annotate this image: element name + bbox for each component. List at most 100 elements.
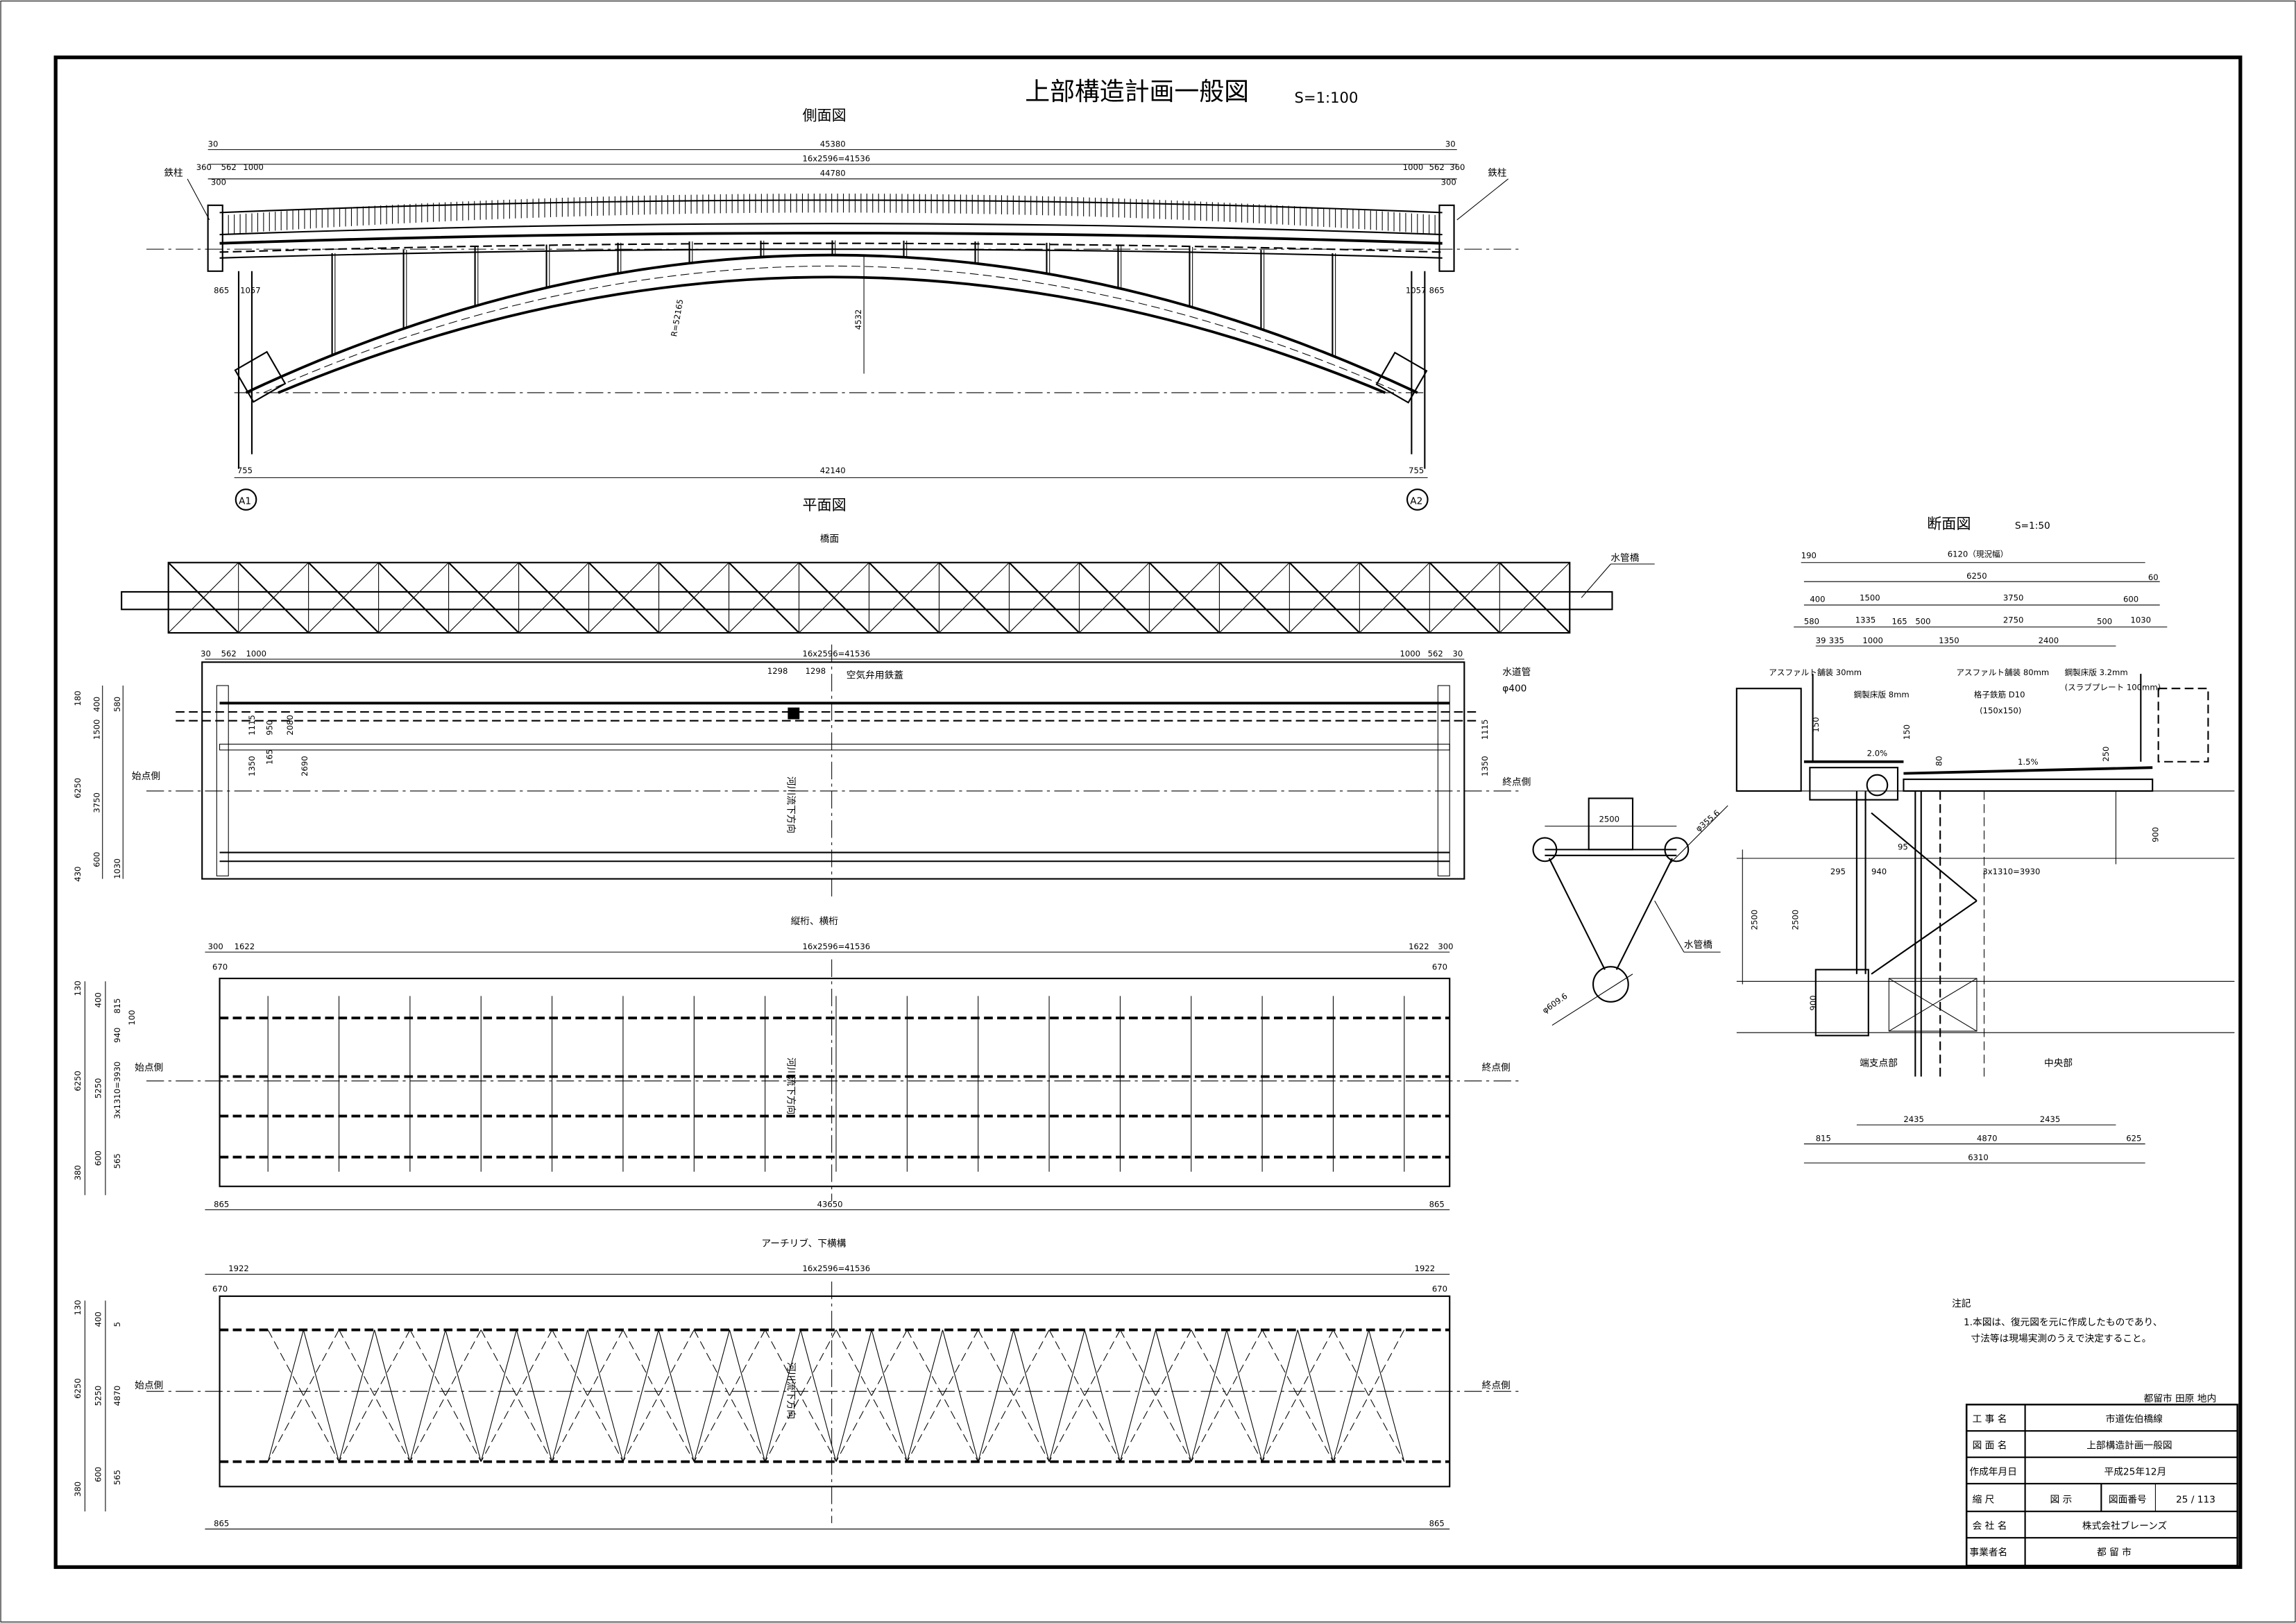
dim: 865 bbox=[1429, 1518, 1445, 1528]
truss-diagonal bbox=[308, 562, 379, 634]
truss-diagonal bbox=[238, 562, 309, 634]
truss-diagonal bbox=[869, 562, 939, 634]
dim: 4870 bbox=[1977, 1133, 1998, 1143]
dim: 865 bbox=[1429, 1199, 1445, 1209]
dim: 95 bbox=[1898, 842, 1908, 851]
tb-value-owner: 都 留 市 bbox=[2097, 1547, 2132, 1558]
truss-diagonal bbox=[1079, 562, 1150, 634]
abutment-a1: A1 bbox=[239, 495, 251, 507]
bracing bbox=[267, 1329, 340, 1462]
truss-diagonal bbox=[729, 562, 799, 634]
bracing bbox=[835, 1329, 908, 1462]
dim: 1350 bbox=[1480, 756, 1490, 776]
plan-view-title: 平面図 bbox=[802, 496, 846, 513]
column-label-left: 鉄柱 bbox=[164, 168, 183, 179]
pipe-bridge-label: 水管橋 bbox=[1684, 940, 1712, 951]
start-side-label: 始点側 bbox=[135, 1062, 163, 1073]
dim: 2400 bbox=[2039, 636, 2059, 645]
bracing bbox=[480, 1329, 517, 1462]
dim: 5 bbox=[112, 1322, 122, 1327]
flow-direction: 河川流下方向 bbox=[785, 1057, 796, 1114]
dim: 1298 bbox=[806, 666, 826, 676]
bracing bbox=[1048, 1329, 1085, 1462]
dim: 30 bbox=[1452, 649, 1463, 658]
truss-diagonal bbox=[939, 562, 1010, 634]
dim: 300 bbox=[1438, 942, 1453, 951]
dim: 562 bbox=[221, 649, 237, 658]
dim: 565 bbox=[112, 1153, 122, 1169]
bracing bbox=[1013, 1329, 1050, 1462]
end-side-label: 終点側 bbox=[1482, 1062, 1511, 1073]
truss-diagonal bbox=[448, 562, 519, 634]
deck-walkway-label: 鋼製床版 8mm bbox=[1854, 690, 1910, 699]
dim: 1335 bbox=[1855, 615, 1876, 624]
dim: 600 bbox=[2123, 595, 2138, 604]
truss-diagonal bbox=[518, 562, 589, 634]
dim: 580 bbox=[112, 697, 122, 712]
pavement-road-label: アスファルト舗装 80mm bbox=[1956, 668, 2049, 677]
notes-heading: 注記 bbox=[1952, 1298, 1971, 1309]
tb-value-date: 平成25年12月 bbox=[2104, 1466, 2167, 1477]
side-view-title: 側面図 bbox=[802, 106, 846, 124]
bracing bbox=[267, 1329, 340, 1462]
center-label: 中央部 bbox=[2044, 1058, 2073, 1069]
bracing bbox=[693, 1329, 730, 1462]
dim: 1000 bbox=[1400, 649, 1420, 658]
dim: 400 bbox=[92, 697, 102, 712]
tb-value-scale: 図 示 bbox=[2050, 1495, 2072, 1506]
flow-direction: 河川流下方向 bbox=[785, 776, 796, 833]
dim-total-length: 45380 bbox=[820, 139, 846, 148]
dim: 1000 bbox=[1862, 636, 1883, 645]
tb-label-scale: 縮 尺 bbox=[1973, 1495, 1995, 1506]
dim: 900 bbox=[1808, 995, 1818, 1010]
dim: 580 bbox=[1804, 616, 1819, 626]
dim: 5250 bbox=[94, 1078, 103, 1099]
truss-diagonal bbox=[1359, 562, 1430, 634]
dim: 300 bbox=[208, 942, 223, 951]
truss-diagonal bbox=[1149, 562, 1220, 634]
slope-left: 2.0% bbox=[1867, 748, 1887, 758]
truss-diagonal bbox=[1499, 562, 1570, 634]
plan-view: 平面図 橋面 水管橋 30 562 1000 16x2596=41536 100… bbox=[73, 496, 1655, 901]
bracing bbox=[267, 1329, 304, 1462]
bracing bbox=[800, 1329, 837, 1462]
bracing bbox=[1191, 1329, 1263, 1462]
dim: 30 bbox=[201, 649, 211, 658]
bracing bbox=[1155, 1329, 1192, 1462]
dim: 625 bbox=[2126, 1133, 2141, 1143]
bracing bbox=[658, 1329, 695, 1462]
arch-rib-view: アーチリブ、下横構 1922 16x2596=41536 1922 670 67… bbox=[73, 1237, 1523, 1530]
bracing bbox=[906, 1329, 979, 1462]
dim: 1350 bbox=[247, 756, 257, 776]
stringer-view: 縦桁、横桁 300 1622 16x2596=41536 1622 300 67… bbox=[73, 916, 1523, 1211]
dim: 600 bbox=[94, 1467, 103, 1482]
dim: 6250 bbox=[73, 1378, 83, 1399]
pipe-size: φ400 bbox=[1502, 683, 1527, 694]
dim: 360 bbox=[1449, 162, 1465, 172]
sheet-scale: S=1:100 bbox=[1295, 89, 1359, 106]
dim: 1500 bbox=[1860, 593, 1880, 603]
bracing bbox=[480, 1329, 553, 1462]
dim: 6250 bbox=[73, 1071, 83, 1091]
dim: 865 bbox=[214, 1199, 229, 1209]
dim: 1622 bbox=[1409, 942, 1429, 951]
dim: 3x1310=3930 bbox=[112, 1062, 122, 1119]
tb-label-company: 会 社 名 bbox=[1973, 1521, 2007, 1532]
bracing bbox=[409, 1329, 482, 1462]
tb-label-drawing: 図 面 名 bbox=[1973, 1440, 2007, 1451]
truss-diagonal bbox=[1009, 562, 1080, 634]
bracing bbox=[1261, 1329, 1334, 1462]
dim: 755 bbox=[237, 466, 253, 475]
dim: 1000 bbox=[243, 162, 264, 172]
dim: 565 bbox=[112, 1470, 122, 1485]
dim: 815 bbox=[112, 999, 122, 1014]
tb-label-project: 工 事 名 bbox=[1973, 1414, 2007, 1425]
arch-view-title: アーチリブ、下横構 bbox=[761, 1237, 846, 1249]
bracing bbox=[587, 1329, 624, 1462]
dim: 380 bbox=[73, 1481, 83, 1497]
dim: 5250 bbox=[94, 1386, 103, 1407]
bracing bbox=[339, 1329, 411, 1462]
dim: 1500 bbox=[92, 720, 102, 740]
dim: 670 bbox=[1432, 962, 1447, 971]
bracing bbox=[1119, 1329, 1192, 1462]
